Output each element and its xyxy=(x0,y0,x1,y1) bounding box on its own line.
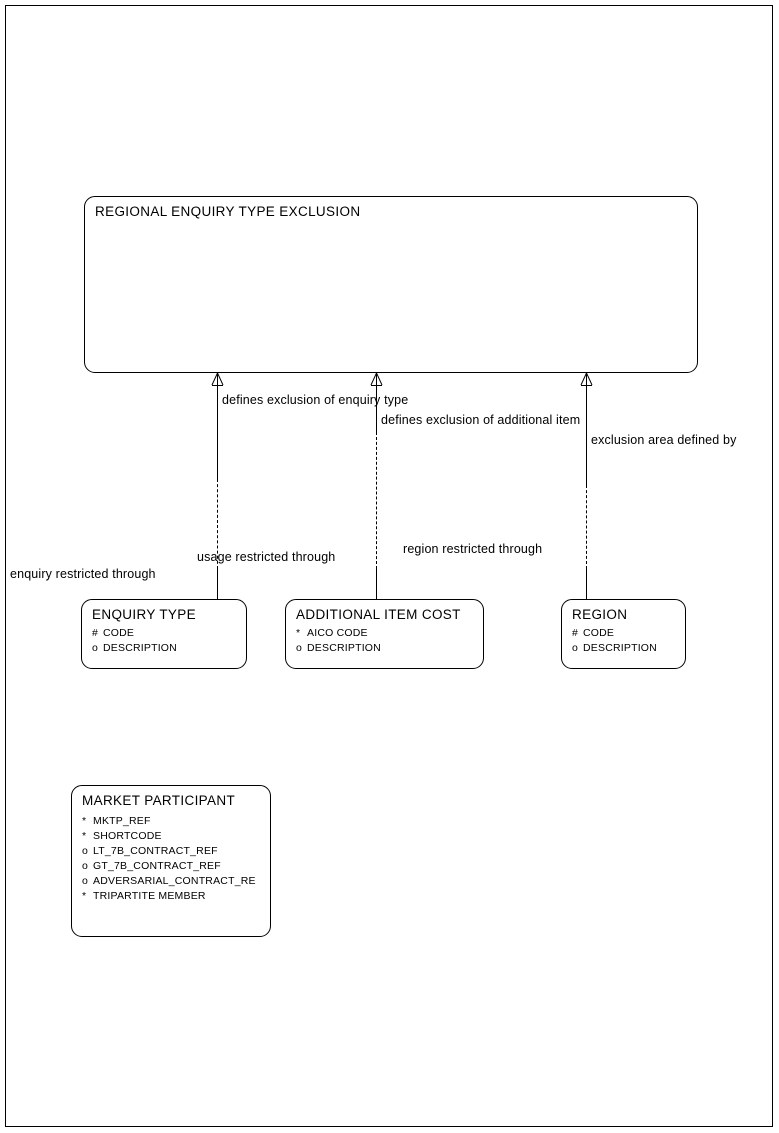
attribute-name: DESCRIPTION xyxy=(583,642,657,654)
entity-title: ADDITIONAL ITEM COST xyxy=(296,607,461,622)
relationship-label-usage-restricted-through: usage restricted through xyxy=(197,550,336,564)
crowsfoot-icon-enquiry-type xyxy=(209,373,226,386)
attribute-name: SHORTCODE xyxy=(93,830,162,842)
attribute-marker: # xyxy=(572,627,579,639)
connector-additional-item-middle xyxy=(376,432,377,569)
attribute-name: ADVERSARIAL_CONTRACT_RE xyxy=(93,875,256,887)
attribute-row: o ADVERSARIAL_CONTRACT_RE xyxy=(82,874,256,889)
attribute-row: o DESCRIPTION xyxy=(92,641,177,656)
attribute-row: # CODE xyxy=(572,626,657,641)
attribute-name: MKTP_REF xyxy=(93,815,151,827)
crowsfoot-icon-region xyxy=(578,373,595,386)
entity-enquiry-type[interactable]: ENQUIRY TYPE # CODE o DESCRIPTION xyxy=(81,599,247,669)
attribute-name: DESCRIPTION xyxy=(103,642,177,654)
attribute-row: * MKTP_REF xyxy=(82,814,256,829)
attribute-name: GT_7B_CONTRACT_REF xyxy=(93,860,221,872)
attribute-marker: o xyxy=(82,875,89,887)
relationship-label-exclusion-area-defined-by: exclusion area defined by xyxy=(591,433,737,447)
attribute-marker: o xyxy=(572,642,579,654)
attribute-name: DESCRIPTION xyxy=(307,642,381,654)
attribute-marker: * xyxy=(82,830,87,842)
attribute-list: # CODE o DESCRIPTION xyxy=(572,626,657,656)
attribute-marker: * xyxy=(296,627,301,639)
attribute-marker: o xyxy=(82,860,89,872)
attribute-name: CODE xyxy=(583,627,615,639)
relationship-label-defines-exclusion-of-additional-item: defines exclusion of additional item xyxy=(381,413,581,427)
relationship-label-region-restricted-through: region restricted through xyxy=(403,542,543,556)
attribute-row: # CODE xyxy=(92,626,177,641)
relationship-label-defines-exclusion-of-enquiry-type: defines exclusion of enquiry type xyxy=(222,393,409,407)
entity-region[interactable]: REGION # CODE o DESCRIPTION xyxy=(561,599,686,669)
connector-enquiry-type-upper xyxy=(217,385,218,479)
attribute-row: o LT_7B_CONTRACT_REF xyxy=(82,844,256,859)
entity-additional-item-cost[interactable]: ADDITIONAL ITEM COST * AICO CODE o DESCRIP… xyxy=(285,599,484,669)
attribute-row: * AICO CODE xyxy=(296,626,381,641)
crowsfoot-icon-additional-item xyxy=(368,373,385,386)
attribute-marker: * xyxy=(82,815,87,827)
attribute-marker: o xyxy=(82,845,89,857)
page-border xyxy=(5,5,773,1127)
attribute-row: o DESCRIPTION xyxy=(296,641,381,656)
attribute-list: * MKTP_REF * SHORTCODE o LT_7B_CONTRACT_REF… xyxy=(82,814,256,904)
attribute-name: AICO CODE xyxy=(307,627,368,639)
connector-region-upper xyxy=(586,385,587,485)
attribute-name: LT_7B_CONTRACT_REF xyxy=(93,845,218,857)
connector-enquiry-type-lower xyxy=(217,569,218,599)
connector-enquiry-type-middle xyxy=(217,479,218,569)
attribute-list: # CODE o DESCRIPTION xyxy=(92,626,177,656)
attribute-name: CODE xyxy=(103,627,135,639)
attribute-row: o GT_7B_CONTRACT_REF xyxy=(82,859,256,874)
connector-additional-item-lower xyxy=(376,569,377,599)
attribute-row: * SHORTCODE xyxy=(82,829,256,844)
connector-region-middle xyxy=(586,485,587,569)
attribute-row: o DESCRIPTION xyxy=(572,641,657,656)
attribute-marker: o xyxy=(296,642,303,654)
attribute-marker: o xyxy=(92,642,99,654)
entity-market-participant[interactable]: MARKET PARTICIPANT * MKTP_REF * SHORTCODE … xyxy=(71,785,271,937)
relationship-label-enquiry-restricted-through: enquiry restricted through xyxy=(10,567,156,581)
attribute-marker: # xyxy=(92,627,99,639)
attribute-list: * AICO CODE o DESCRIPTION xyxy=(296,626,381,656)
entity-title: MARKET PARTICIPANT xyxy=(82,793,236,808)
entity-title: REGION xyxy=(572,607,628,622)
entity-regional-enquiry-type-exclusion[interactable]: REGIONAL ENQUIRY TYPE EXCLUSION xyxy=(84,196,698,373)
entity-title: REGIONAL ENQUIRY TYPE EXCLUSION xyxy=(95,204,361,219)
connector-region-lower xyxy=(586,569,587,599)
attribute-name: TRIPARTITE MEMBER xyxy=(93,890,206,902)
entity-title: ENQUIRY TYPE xyxy=(92,607,196,622)
attribute-marker: * xyxy=(82,890,87,902)
attribute-row: * TRIPARTITE MEMBER xyxy=(82,889,256,904)
connector-additional-item-upper xyxy=(376,385,377,432)
